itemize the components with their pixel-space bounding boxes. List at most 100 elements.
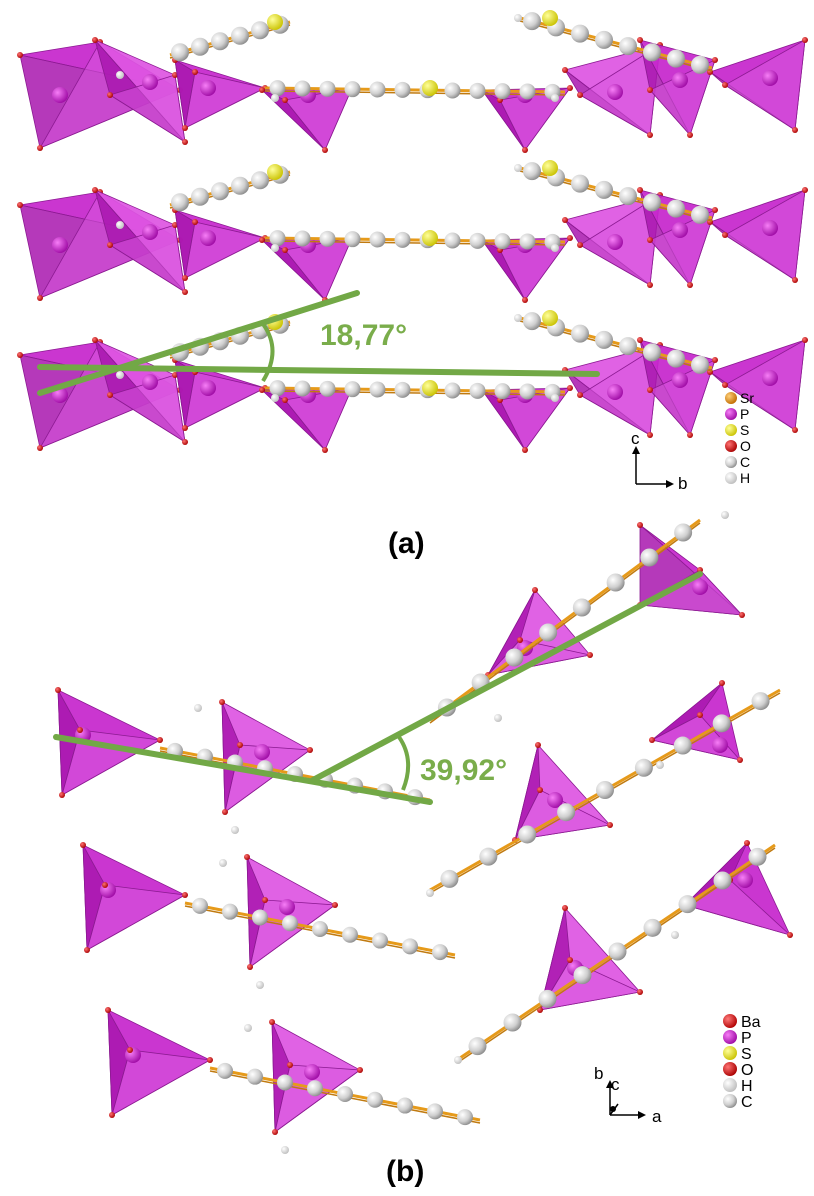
panel-a-angle-lines [37,290,600,396]
carbon-atom [337,1086,353,1102]
hydrogen-atom [551,244,559,252]
oxygen-atom [637,187,643,193]
oxygen-atom [719,680,725,686]
hydrogen-atom [514,314,522,322]
tetra-face [284,237,353,301]
tetra-face [184,371,267,429]
oxygen-atom [647,387,653,393]
hydrogen-atom [514,14,522,22]
hydrogen-atom [116,371,124,379]
carbon-atom [394,231,411,248]
carbon-atom [394,381,411,398]
phosphorus-atom [142,224,158,240]
carbon-atom [367,1091,383,1108]
carbon-atom [678,895,697,914]
phosphorus-atom [52,87,68,103]
legend-label-h: H [740,470,750,486]
carbon-atom [712,714,731,733]
carbon-atom [595,330,613,349]
oxygen-atom [17,352,23,358]
oxygen-atom [157,737,163,743]
carbon-atom [619,337,637,356]
legend-label-p: P [741,1030,752,1047]
panel-label-b: (b) [386,1155,424,1188]
legend-label-h: H [741,1078,753,1095]
po4-tetrahedron [562,342,663,438]
oxygen-atom [109,1112,115,1118]
legend-label-p: P [740,406,749,422]
oxygen-atom [182,275,188,281]
carbon-atom [251,171,269,190]
phosphorus-atom [254,744,270,760]
carbon-atom [369,231,386,248]
carbon-atom [596,781,614,799]
panel-a-molecules [116,10,713,402]
oxygen-atom [272,1129,278,1135]
oxygen-atom [562,67,568,73]
hydrogen-atom [116,221,124,229]
oxygen-atom [587,652,593,658]
carbon-atom [538,989,557,1008]
carbon-atom [505,648,524,667]
oxygen-atom [567,385,573,391]
angle-label-a: 18,77° [320,319,407,352]
oxygen-atom [687,132,693,138]
carbon-atom [503,1013,522,1032]
oxygen-atom [802,337,808,343]
oxygen-atom [269,1019,275,1025]
oxygen-atom [192,219,198,225]
legend-swatch-h [725,472,737,484]
oxygen-atom [222,809,228,815]
bond [169,24,291,59]
carbon-atom [634,758,653,777]
carbon-atom [494,233,511,250]
carbon-atom [277,1074,293,1091]
carbon-atom [673,736,692,755]
bond [264,236,566,244]
oxygen-atom [322,447,328,453]
carbon-atom [282,915,298,932]
phosphorus-atom [607,384,623,400]
legend-label-c: C [740,454,750,470]
oxygen-atom [712,207,718,213]
phosphorus-atom [142,74,158,90]
oxygen-atom [37,145,43,151]
phosphorus-atom [279,899,295,915]
carbon-atom [691,205,709,224]
axis-label-b: b [678,474,687,493]
oxygen-atom [802,37,808,43]
oxygen-atom [802,187,808,193]
carbon-atom [595,180,613,199]
oxygen-atom [737,757,743,763]
organic-molecule [116,164,291,229]
carbon-atom [440,869,459,888]
organic-molecule [159,704,431,834]
sulfur-atom [422,380,438,396]
sulfur-atom [267,14,283,30]
organic-molecule [209,1024,481,1154]
bond [429,518,701,722]
po4-tetrahedron [562,192,663,288]
po4-tetrahedron [682,840,793,938]
oxygen-atom [107,92,113,98]
carbon-atom [691,55,709,74]
organic-molecule [514,10,713,74]
axis-label-c: c [631,429,640,448]
oxygen-atom [182,439,188,445]
carbon-atom [394,81,411,98]
carbon-atom [572,598,591,617]
oxygen-atom [182,425,188,431]
hydrogen-atom [271,394,279,402]
carbon-atom [269,230,286,247]
phosphorus-atom [142,374,158,390]
phosphorus-atom [762,70,778,86]
oxygen-atom [637,989,643,995]
carbon-atom [344,81,361,98]
oxygen-atom [537,787,543,793]
oxygen-atom [787,932,793,938]
hydrogen-atom [271,244,279,252]
carbon-atom [573,966,592,985]
carbon-atom [608,942,627,961]
oxygen-atom [687,282,693,288]
